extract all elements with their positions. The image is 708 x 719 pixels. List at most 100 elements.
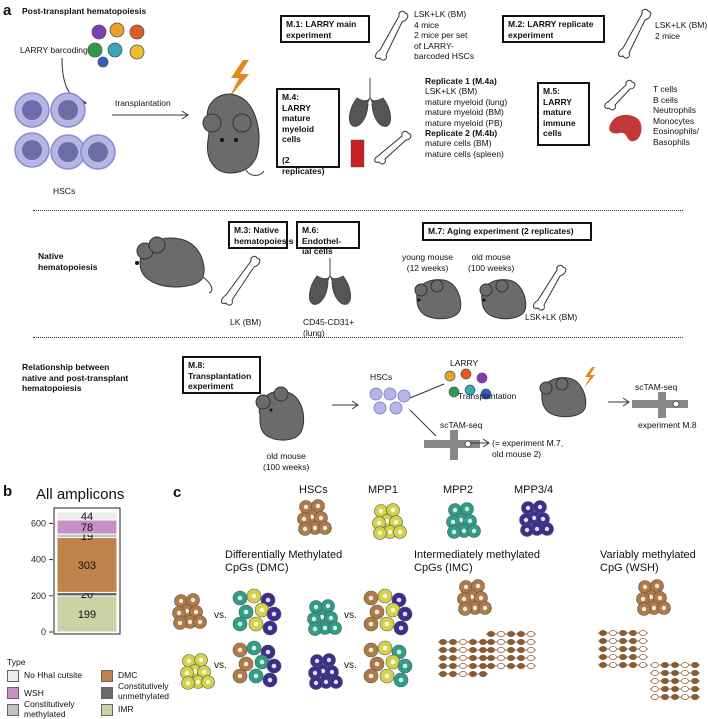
mpp34-cluster-icon: [519, 500, 554, 537]
arrow-icon: [409, 409, 437, 437]
panel-c-letter: c: [173, 484, 182, 501]
sctam2-label: scTAM-seq: [440, 420, 483, 430]
mpp1-cluster-icon: [180, 653, 215, 690]
y-tick-label: 600: [31, 518, 46, 528]
vs-label: vs.: [214, 610, 227, 621]
experiment-m8-label: experiment M.8: [638, 420, 697, 430]
mpp2-cluster-icon: [446, 502, 481, 539]
blood-tube-icon: [350, 139, 365, 168]
m4-box: M.4: LARRY mature myeloid cells (2 repli…: [276, 88, 340, 176]
larry2-label: LARRY: [450, 358, 479, 368]
m7-desc: LSK+LK (BM): [525, 312, 578, 322]
vs-label: vs.: [344, 660, 357, 671]
hsc-cluster-icon: [172, 593, 207, 630]
m1-box: M.1: LARRY main experiment: [280, 15, 370, 43]
m6-box: M.6: Endothel- ial cells: [296, 221, 360, 256]
divider-2: [33, 337, 683, 338]
mixed-cluster-icon: [363, 588, 413, 636]
panel-b-letter: b: [3, 483, 13, 500]
hsc-cells-icon: [14, 92, 116, 170]
mixed-cluster-icon: [232, 640, 282, 688]
wsh-title: Variably methylated CpG (WSH): [600, 549, 696, 574]
hscs-label: HSCs: [53, 186, 76, 196]
hscs2-label: HSCs: [370, 372, 393, 382]
m5-box: M.5: LARRY mature immune cells: [537, 82, 590, 146]
transplantation2-label: Transplantation: [458, 391, 517, 401]
mpp34-cluster-icon: [308, 653, 343, 690]
bone-icon: [533, 264, 567, 311]
legend-swatch-wsh: [7, 687, 19, 699]
hsc-cluster-icon: [457, 579, 492, 616]
chart-title: All amplicons: [36, 486, 125, 503]
larry-virus-icon: [87, 22, 145, 68]
divider-1: [33, 210, 683, 211]
data-label: 303: [78, 560, 96, 572]
sctam1-label: scTAM-seq: [635, 382, 678, 392]
legend-label-const-meth: Constitutively methylated: [24, 699, 75, 719]
legend-label-const-unmeth: Constitutively unmethylated: [118, 681, 170, 701]
bone-icon: [604, 79, 636, 111]
legend-label-wsh: WSH: [24, 688, 44, 698]
celltype-label-mpp1: MPP1: [368, 484, 398, 496]
legend-swatch-no-hhai: [7, 670, 19, 682]
bar-segment-imr: [56, 595, 118, 633]
legend-swatch-dmc: [101, 670, 113, 682]
bone-icon: [221, 255, 261, 306]
m7-old-label: old mouse (100 weeks): [468, 252, 515, 273]
arrow-icon: [409, 383, 445, 399]
celltype-label-mpp34: MPP3/4: [514, 484, 554, 496]
microfluidic-icon: [424, 430, 480, 460]
mouse-icon: [479, 279, 527, 320]
mouse-icon: [202, 93, 265, 176]
spleen-icon: [609, 114, 642, 142]
m5-desc: T cells B cells Neutrophils Monocytes Eo…: [653, 84, 699, 147]
m4-rep1-title: Replicate 1 (M.4a): [425, 76, 497, 86]
data-label: 44: [81, 511, 93, 523]
bar-segment-dmc: [56, 537, 118, 593]
arrow-icon: [332, 400, 359, 410]
lightning-icon: [584, 367, 595, 388]
mpp2-cluster-icon: [307, 599, 342, 636]
lung-icon: [349, 78, 391, 127]
m8-box: M.8: Transplantation experiment: [182, 356, 261, 394]
celltype-label-hscs: HSCs: [299, 484, 328, 496]
m2-desc: LSK+LK (BM) 2 mice: [655, 20, 708, 41]
mouse-icon: [414, 279, 462, 320]
celltype-label-mpp2: MPP2: [443, 484, 473, 496]
methylation-reads-icon: [598, 630, 700, 700]
mpp1-cluster-icon: [372, 503, 407, 540]
hsc-cells-icon: [369, 387, 411, 415]
m4-rep1-items: LSK+LK (BM) mature myeloid (lung) mature…: [425, 86, 508, 128]
arrow-icon: [608, 397, 630, 407]
hsc-cluster-icon: [636, 579, 671, 616]
microfluidic-icon: [632, 392, 688, 418]
legend-title: Type: [7, 657, 26, 667]
vs-label: vs.: [214, 660, 227, 671]
m3-box: M.3: Native hematopoiesis: [228, 221, 294, 249]
dmc-title: Differentially Methylated CpGs (DMC): [225, 549, 343, 574]
m2-box: M.2: LARRY replicate experiment: [502, 15, 605, 43]
section1-title: Post-transplant hematopoiesis: [22, 6, 147, 16]
eq-m7-label: (= experiment M.7, old mouse 2): [492, 438, 564, 459]
lightning-icon: [229, 60, 249, 98]
hsc-cluster-icon: [297, 499, 332, 536]
methylation-reads-icon: [438, 631, 536, 677]
transplantation-label: transplantation: [115, 98, 171, 108]
old-mouse-label: old mouse (100 weeks): [263, 451, 310, 472]
larry-virus-icon: [444, 368, 492, 400]
m4-rep2-title: Replicate 2 (M.4b): [425, 128, 498, 138]
y-tick-label: 400: [31, 555, 46, 565]
bar-segment-no-hhai-cutsite: [56, 511, 118, 521]
m1-desc: LSK+LK (BM) 4 mice 2 mice per set of LAR…: [414, 9, 475, 61]
panel-a-letter: a: [3, 2, 12, 19]
mpp-mix-cluster-icon: [232, 588, 282, 636]
lung-icon: [309, 258, 351, 305]
section2-title: Native hematopoiesis: [38, 251, 98, 272]
mouse-icon: [539, 377, 587, 418]
legend-label-imr: IMR: [118, 704, 134, 714]
mouse-icon: [135, 236, 213, 294]
m7-young-label: young mouse (12 weeks): [402, 252, 454, 273]
imc-title: Intermediately methylated CpGs (IMC): [414, 549, 540, 574]
mouse-icon: [255, 386, 305, 441]
legend-swatch-const-meth: [7, 704, 19, 716]
